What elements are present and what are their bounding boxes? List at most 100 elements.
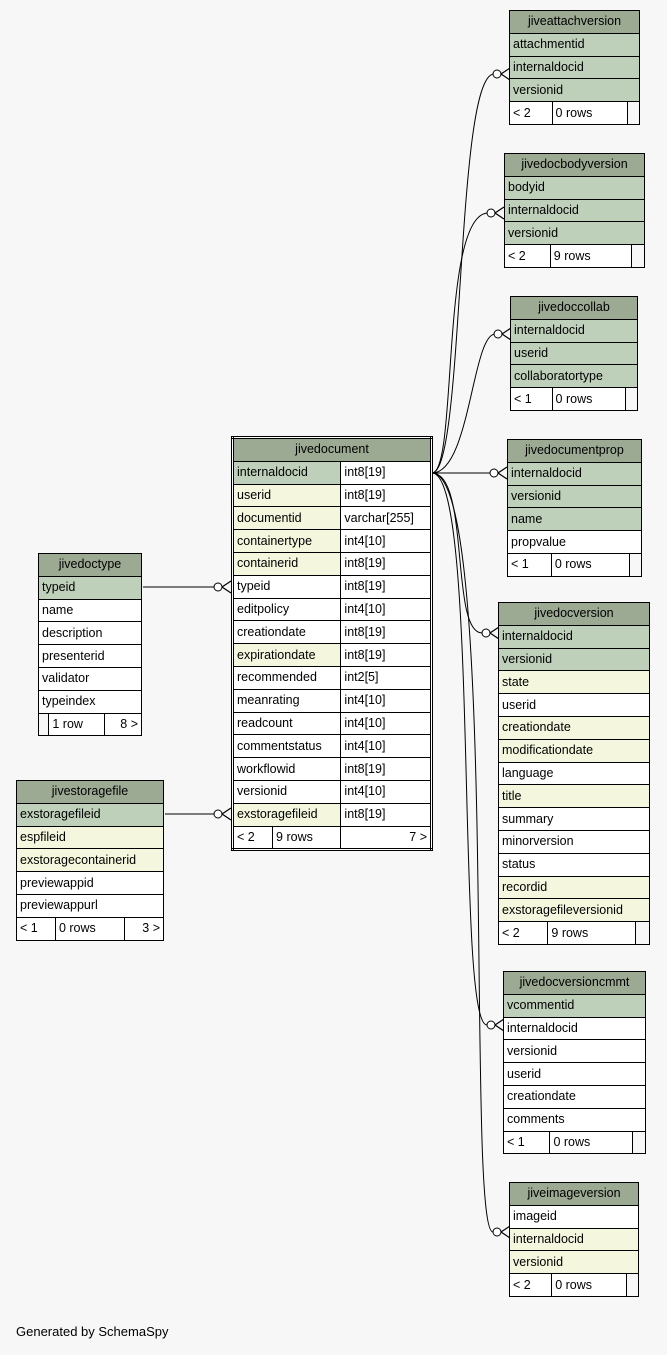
column-row[interactable]: internaldocid [504, 198, 645, 223]
column-row[interactable]: internaldocid [503, 1016, 646, 1041]
column-row[interactable]: versionid [509, 78, 640, 103]
crowfoot-marker [497, 466, 508, 480]
column-row[interactable]: previewappurl [16, 893, 164, 918]
column-name: typeindex [38, 689, 142, 714]
column-row[interactable]: name [38, 598, 142, 623]
column-row[interactable]: versionid [504, 221, 645, 246]
column-row[interactable]: minorversion [498, 829, 650, 854]
column-row[interactable]: typeid [38, 575, 142, 600]
column-name: minorversion [498, 829, 650, 854]
column-row[interactable]: internaldocid [498, 624, 650, 649]
column-name: userid [503, 1062, 646, 1086]
table-header[interactable]: jivedocbodyversion [504, 153, 645, 177]
column-name: documentid [231, 506, 342, 531]
column-row[interactable]: userid [503, 1062, 646, 1086]
footer-parents: < 1 [510, 387, 553, 411]
column-name: state [498, 670, 650, 695]
column-row[interactable]: description [38, 621, 142, 646]
column-row[interactable]: exstoragefileid [16, 802, 164, 827]
column-row[interactable]: userid [510, 341, 638, 366]
column-row[interactable]: userid [498, 693, 650, 717]
column-row[interactable]: status [498, 852, 650, 877]
column-row[interactable]: imageid [509, 1204, 639, 1229]
table-header[interactable]: jivedocument [232, 437, 432, 462]
table-header[interactable]: jiveattachversion [509, 10, 640, 34]
crowfoot-marker [500, 67, 511, 81]
table-header[interactable]: jivedoccollab [510, 296, 638, 320]
column-row[interactable]: espfileid [16, 825, 164, 850]
column-row[interactable]: vcommentid [503, 993, 646, 1018]
column-row[interactable]: language [498, 761, 650, 786]
table-header[interactable]: jiveimageversion [509, 1182, 639, 1206]
footer-children [625, 387, 638, 411]
column-row[interactable]: attachmentid [509, 32, 640, 57]
column-row[interactable]: comments [503, 1107, 646, 1132]
column-row[interactable]: presenterid [38, 644, 142, 668]
column-name: userid [231, 483, 342, 508]
edge-end-circle [481, 628, 491, 638]
column-row[interactable]: internaldocid [509, 55, 640, 80]
column-row[interactable]: previewappid [16, 871, 164, 895]
column-row[interactable]: versionid [507, 484, 642, 509]
column-row[interactable]: validator [38, 666, 142, 691]
generated-by-label: Generated by SchemaSpy [16, 1324, 169, 1339]
edge-jiveimageversion [431, 472, 494, 1233]
column-row[interactable]: bodyid [504, 175, 645, 200]
column-row[interactable]: versionid [498, 647, 650, 672]
column-row[interactable]: typeindex [38, 689, 142, 714]
column-row[interactable]: versionid [509, 1250, 639, 1275]
column-row[interactable]: versionid [503, 1039, 646, 1064]
column-row[interactable]: internaldocid [509, 1227, 639, 1252]
column-row[interactable]: summary [498, 807, 650, 831]
column-row[interactable]: collaboratortype [510, 364, 638, 389]
column-row[interactable]: creationdate [503, 1084, 646, 1109]
column-row[interactable]: exstoragecontainerid [16, 848, 164, 873]
column-row[interactable]: exstoragefileversionid [498, 898, 650, 923]
column-row[interactable]: state [498, 670, 650, 695]
crowfoot-marker [494, 206, 505, 220]
column-row[interactable]: recordid [498, 875, 650, 900]
column-row[interactable]: name [507, 507, 642, 532]
table-header[interactable]: jivedocversioncmmt [503, 971, 646, 995]
table-header[interactable]: jivestoragefile [16, 780, 164, 804]
column-row[interactable]: creationdate [498, 715, 650, 740]
column-row[interactable]: modificationdate [498, 738, 650, 763]
column-row[interactable]: propvalue [507, 530, 642, 554]
column-row[interactable]: title [498, 784, 650, 809]
column-name: espfileid [16, 825, 164, 850]
table-header[interactable]: jivedoctype [38, 553, 142, 577]
column-row[interactable]: internaldocid [510, 318, 638, 343]
column-name: comments [503, 1107, 646, 1132]
column-name: containerid [231, 551, 342, 576]
table-header[interactable]: jivedocversion [498, 602, 650, 626]
table-header[interactable]: jivedocumentprop [507, 439, 642, 463]
column-row[interactable]: internaldocid [507, 461, 642, 486]
